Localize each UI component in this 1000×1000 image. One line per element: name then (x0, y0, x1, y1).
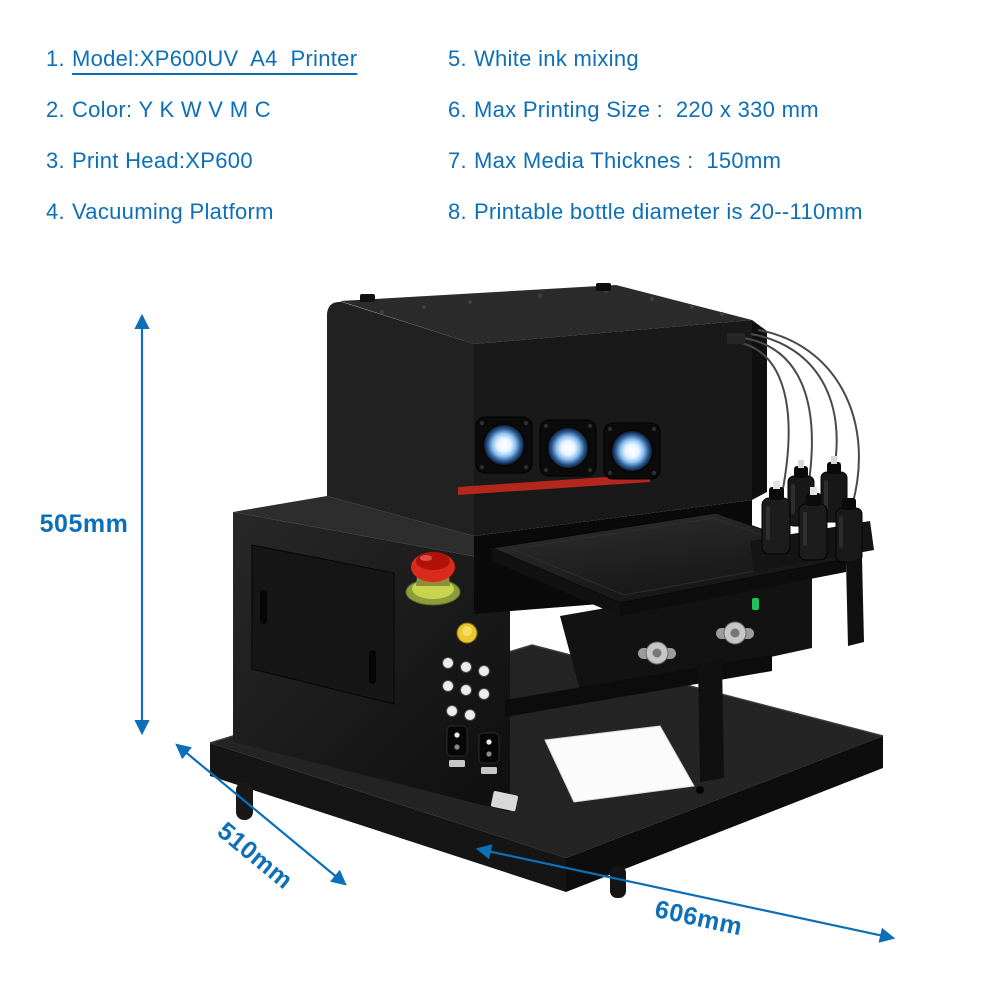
spec-number: 5. (448, 46, 467, 71)
power-switch (478, 732, 500, 774)
control-panel (442, 622, 519, 812)
door-handle (369, 650, 376, 684)
ink-bottle (835, 498, 863, 563)
printer-door (251, 544, 395, 705)
cooling-fan (539, 419, 597, 477)
ink-tubes (736, 329, 860, 507)
door-handle (260, 590, 267, 624)
paper-sheet (544, 725, 695, 803)
depth-dimension-label: 510mm (212, 817, 298, 895)
printer-illustration (209, 283, 884, 898)
control-buttons (442, 657, 490, 721)
spec-column-right: 5.White ink mixing 6.Max Printing Size :… (448, 33, 863, 237)
spec-text: Color: Y K W V M C (71, 97, 271, 122)
top-fitting (360, 294, 375, 302)
tube-connector (727, 333, 745, 344)
spec-item-whiteink: 5.White ink mixing (448, 33, 863, 84)
cooling-fan (603, 422, 661, 480)
spec-number: 2. (46, 97, 65, 122)
red-accent-stripe (458, 474, 650, 495)
media-clamp (716, 621, 754, 645)
bottle-bracket (846, 558, 864, 646)
spec-text: Max Printing Size : 220 x 330 mm (473, 97, 819, 122)
spec-text: Model:XP600UV A4 Printer (71, 46, 358, 71)
width-dimension-label: 606mm (652, 895, 745, 941)
label-sticker (490, 791, 519, 812)
ink-bottle (798, 487, 828, 561)
ink-bottle (761, 481, 791, 555)
emergency-stop-button (405, 552, 461, 606)
spec-item-bottle: 8.Printable bottle diameter is 20--110mm (448, 186, 863, 237)
spec-number: 8. (448, 199, 467, 224)
spec-item-model: 1.Model:XP600UV A4 Printer (46, 33, 357, 84)
spec-number: 6. (448, 97, 467, 122)
spec-item-color: 2.Color: Y K W V M C (46, 84, 357, 135)
flatbed-assembly (490, 512, 848, 782)
depth-dimension-arrow (175, 743, 347, 886)
spec-number: 4. (46, 199, 65, 224)
spec-text: Max Media Thicknes : 150mm (473, 148, 782, 173)
top-fitting (596, 283, 611, 291)
spec-text: Print Head:XP600 (71, 148, 253, 173)
ink-supply (727, 329, 874, 646)
base-bolt (696, 786, 704, 794)
width-dimension-arrow (475, 844, 896, 943)
power-switch (446, 725, 468, 767)
spec-item-thickness: 7.Max Media Thicknes : 150mm (448, 135, 863, 186)
spec-text: Printable bottle diameter is 20--110mm (473, 199, 863, 224)
height-dimension-label: 505mm (40, 510, 129, 538)
status-led (752, 598, 759, 610)
cooling-fans (475, 416, 661, 480)
spec-text: White ink mixing (473, 46, 639, 71)
spec-number: 7. (448, 148, 467, 173)
cooling-fan (475, 416, 533, 474)
media-clamp (638, 641, 676, 665)
spec-item-platform: 4.Vacuuming Platform (46, 186, 357, 237)
spec-item-printhead: 3.Print Head:XP600 (46, 135, 357, 186)
spec-number: 3. (46, 148, 65, 173)
printer-foot (610, 866, 626, 898)
spec-number: 1. (46, 46, 65, 71)
spec-text: Vacuuming Platform (71, 199, 274, 224)
spec-column-left: 1.Model:XP600UV A4 Printer 2.Color: Y K … (46, 33, 357, 237)
spec-item-printsize: 6.Max Printing Size : 220 x 330 mm (448, 84, 863, 135)
flatbed-platform (490, 512, 848, 616)
